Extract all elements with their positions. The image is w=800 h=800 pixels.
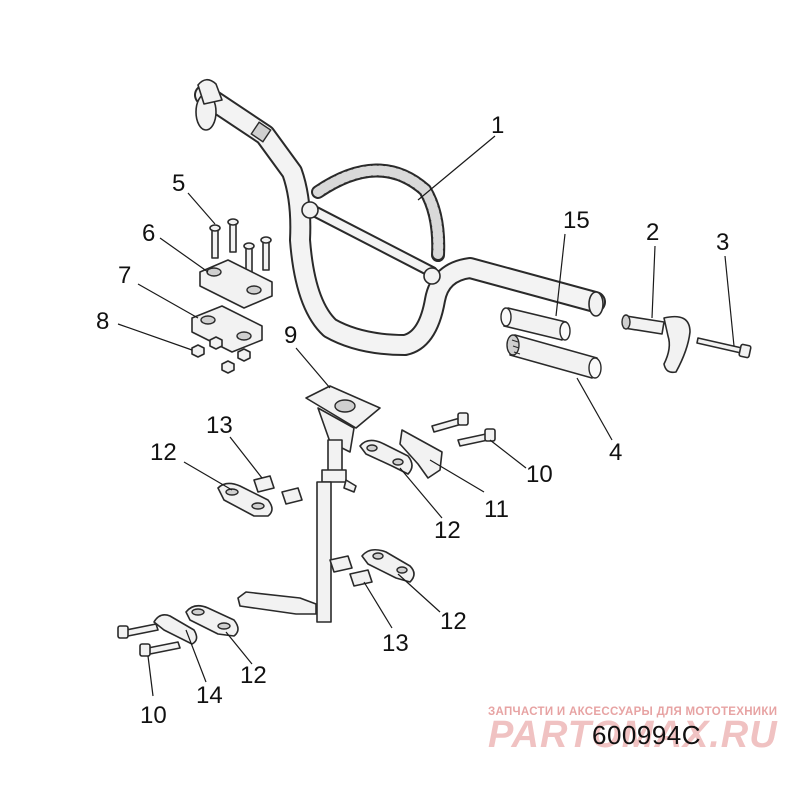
grip-part-4 xyxy=(506,334,602,379)
watermark-caption: ЗАПЧАСТИ И АКСЕССУАРЫ ДЛЯ МОТОТЕХНИКИ xyxy=(488,706,778,718)
grip-sleeve-part-15 xyxy=(500,307,571,341)
clamp-part-12-lower-right xyxy=(361,548,415,583)
callout-12-bottom: 12 xyxy=(240,662,267,689)
callout-13-upper: 13 xyxy=(206,412,233,439)
callout-15: 15 xyxy=(563,207,590,234)
watermark-logo: PARTOMAX.RU xyxy=(488,714,778,756)
callout-9: 9 xyxy=(284,322,297,349)
callout-14: 14 xyxy=(196,682,223,709)
nuts-part-8 xyxy=(191,336,251,374)
callout-5: 5 xyxy=(172,170,185,197)
callout-6: 6 xyxy=(142,220,155,247)
callout-labels: 1 2 3 4 5 6 7 8 9 10 10 11 12 12 12 12 1… xyxy=(96,112,729,729)
callout-10-upper: 10 xyxy=(526,461,553,488)
bolts-part-5 xyxy=(209,218,272,277)
callout-3: 3 xyxy=(716,229,729,256)
callout-7: 7 xyxy=(118,262,131,289)
diagram-reference-code: 600994C xyxy=(592,720,702,750)
leader-lines xyxy=(117,135,735,697)
bolts-part-10-upper xyxy=(431,412,496,447)
lower-clamp-part-7 xyxy=(191,305,263,353)
bolts-part-10-lower xyxy=(117,623,181,657)
callout-12-upper-right: 12 xyxy=(434,517,461,544)
clamp-part-12-upper-right xyxy=(359,439,413,475)
handlebar-part-1 xyxy=(194,78,606,356)
callout-1: 1 xyxy=(491,112,504,139)
steering-column-part-9 xyxy=(237,385,381,623)
throttle-part-2 xyxy=(621,314,691,374)
callout-11: 11 xyxy=(484,496,509,523)
callout-4: 4 xyxy=(609,439,622,466)
clamp-part-12-bottom xyxy=(185,604,239,637)
callout-2: 2 xyxy=(646,219,659,246)
plate-part-14 xyxy=(153,614,198,645)
clamp-part-12-left xyxy=(217,482,273,517)
callout-12-lower-right: 12 xyxy=(440,608,467,635)
upper-clamp-part-6 xyxy=(199,259,273,309)
bolt-part-3 xyxy=(696,337,752,359)
callout-12-left: 12 xyxy=(150,439,177,466)
bracket-part-11 xyxy=(399,429,443,479)
callout-13-lower: 13 xyxy=(382,630,409,657)
bushings-part-13 xyxy=(253,475,373,587)
callout-10-lower: 10 xyxy=(140,702,167,729)
callout-8: 8 xyxy=(96,308,109,335)
